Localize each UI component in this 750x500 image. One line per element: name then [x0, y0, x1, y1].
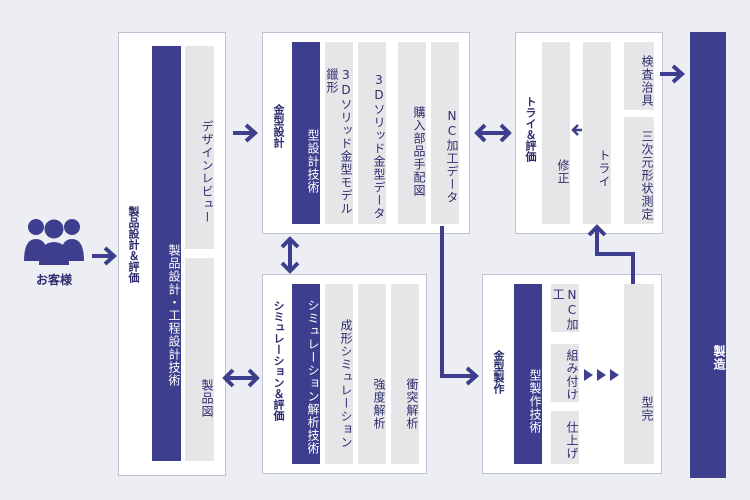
design-review-item: デザインレビュー	[185, 46, 214, 249]
arrow-design-simulation	[222, 368, 260, 388]
progress-chevrons-icon	[584, 369, 619, 381]
arrow-try-to-fix	[571, 124, 582, 136]
simulation-item-2: 強度解析	[358, 284, 386, 464]
simulation-item-1: 成形シミュレーション	[325, 284, 353, 464]
try-eval-fix: 修正	[542, 42, 570, 224]
arrow-customer-to-design	[92, 246, 118, 266]
mold-design-item-4: NC加工データ	[431, 42, 459, 224]
manufacturing-bar: 製造	[690, 32, 726, 478]
try-eval-3d-measurement: 三次元形状測定	[624, 117, 654, 224]
product-design-main-bar: 製品設計・工程設計技術	[152, 46, 181, 461]
arrow-mold-design-try	[474, 123, 512, 143]
customer-icon	[24, 219, 84, 265]
arrow-design-to-mold-design	[233, 123, 259, 143]
mold-design-item-2: 3Dソリッド金型データ	[358, 42, 386, 224]
simulation-title: シミュレーション＆評価	[272, 300, 285, 421]
mold-design-item-1: 3Dソリッド金型モデル鑞形	[325, 42, 353, 224]
customer-label: お客様	[35, 273, 72, 287]
try-eval-title: トライ＆評価	[524, 96, 537, 162]
try-eval-inspection-jig: 検査治具	[624, 42, 654, 110]
simulation-item-3: 衝突解析	[391, 284, 419, 464]
try-eval-try: トライ	[583, 42, 611, 224]
mold-complete: 型完	[624, 284, 654, 464]
mold-design-item-3: 購入部品手配図	[398, 42, 426, 224]
arrow-design-to-mold-making	[440, 226, 480, 386]
product-design-title: 製品設計＆評価	[127, 206, 140, 283]
mold-design-main-bar: 型設計技術	[292, 42, 320, 224]
mold-making-nc: NC加工	[551, 284, 579, 332]
arrow-try-to-manufacturing	[660, 64, 686, 84]
mold-design-title: 金型設計	[272, 104, 285, 148]
mold-making-assembly: 組み付け	[551, 344, 579, 402]
arrow-mold-design-simulation	[280, 236, 300, 274]
mold-making-main-bar: 型製作技術	[514, 284, 542, 464]
arrow-complete-to-try	[587, 224, 635, 284]
customer: お客様	[18, 215, 90, 295]
mold-making-finish: 仕上げ	[551, 411, 579, 464]
product-drawing-item: 製品図	[185, 258, 214, 461]
simulation-main-bar: シミュレーション解析技術	[292, 284, 320, 464]
mold-making-title: 金型製作	[492, 350, 505, 394]
